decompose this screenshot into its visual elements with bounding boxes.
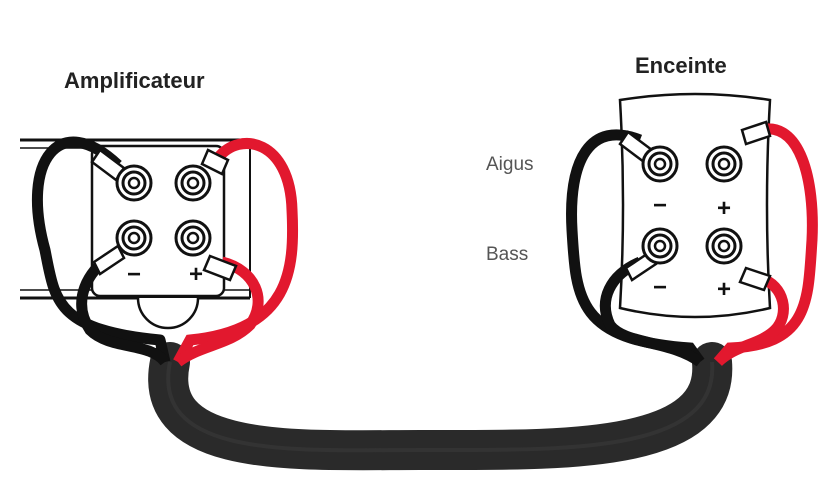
amplifier-terminal-top-plus: [174, 164, 212, 202]
amplifier-positive-wire-2: [174, 256, 264, 367]
bass-label: Bass: [486, 244, 529, 265]
speaker-bass-plus-sign: +: [717, 276, 731, 303]
speaker-treble-terminal-plus: [705, 145, 743, 183]
speaker-bass-minus-sign: −: [653, 274, 667, 301]
speaker-positive-wire: [713, 123, 818, 366]
speaker-title: Enceinte: [635, 53, 727, 78]
speaker-treble-terminal-minus: [641, 145, 679, 183]
speaker-bass-terminal-plus: [705, 227, 743, 265]
speaker-bass-terminal-minus: [641, 227, 679, 265]
amplifier-terminal-top-minus: [115, 164, 153, 202]
speaker-negative-wire-2: [600, 256, 704, 367]
speaker-cable-highlight: [166, 361, 715, 453]
amplifier-title: Amplificateur: [64, 68, 205, 93]
amplifier-negative-wire-2: [76, 253, 170, 366]
amplifier-plus-sign: +: [189, 261, 203, 288]
speaker-cable: [148, 342, 733, 471]
amplifier-minus-sign: −: [127, 261, 141, 288]
amplifier-terminal-plus: [174, 219, 212, 257]
amplifier-negative-wire: [31, 136, 171, 364]
treble-label: Aigus: [486, 154, 534, 175]
speaker-positive-wire-2: [714, 272, 789, 367]
speaker-treble-plus-sign: +: [717, 195, 731, 222]
speaker-treble-minus-sign: −: [653, 192, 667, 219]
amplifier-terminal-minus: [115, 219, 153, 257]
amplifier-spade-connectors: [90, 148, 238, 282]
